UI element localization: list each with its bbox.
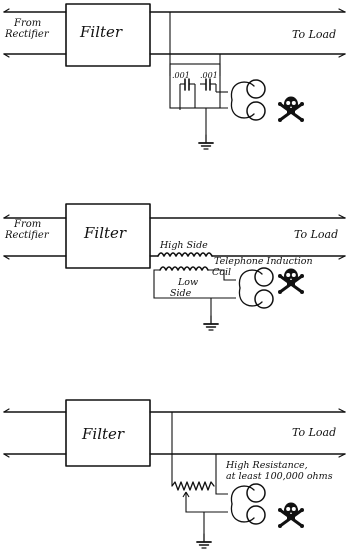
capacitor-icon: [180, 78, 195, 91]
coil-label-line2: Coil: [212, 267, 231, 278]
resistor-label-line1: High Resistance,: [225, 460, 308, 471]
capacitor-value-2: .001: [200, 71, 218, 80]
capacitor-value-1: .001: [172, 71, 190, 80]
source-label-line1: From: [13, 219, 41, 230]
load-label: To Load: [292, 28, 336, 41]
load-label: To Load: [292, 426, 336, 439]
headphones-icon: [238, 267, 274, 309]
filter-label: Filter: [83, 224, 127, 242]
low-side-label-line1: Low: [177, 277, 198, 288]
headphones-icon: [230, 483, 266, 525]
skull-crossbones-icon: [276, 501, 306, 530]
skull-crossbones-icon: [276, 95, 306, 124]
low-side-label-line2: Side: [170, 288, 192, 299]
diagram-1-capacitor-method: From Rectifier Filter To Load .001 .001: [3, 3, 346, 150]
filter-box: [65, 3, 151, 67]
load-label: To Load: [294, 228, 338, 241]
coil-label-line1: Telephone Induction: [214, 256, 313, 267]
resistor-icon: [171, 481, 215, 491]
headphones-icon: [230, 79, 266, 121]
ground-icon: [203, 315, 219, 331]
source-label-line1: From: [13, 18, 41, 29]
capacitor-icon: [200, 78, 216, 91]
filter-label: Filter: [79, 23, 123, 41]
diagram-3-high-resistance-method: Filter To Load High Resistance, at least…: [3, 399, 346, 549]
source-label-line2: Rectifier: [4, 230, 50, 241]
filter-label: Filter: [81, 425, 125, 443]
high-side-label: High Side: [159, 240, 208, 251]
diagram-2-induction-coil-method: From Rectifier Filter To Load High Side …: [3, 203, 346, 331]
ground-icon: [198, 134, 214, 150]
source-label-line2: Rectifier: [4, 29, 50, 40]
filter-box: [65, 399, 151, 467]
filter-box: [65, 203, 151, 269]
skull-crossbones-icon: [276, 267, 306, 296]
ground-icon: [196, 533, 212, 549]
inductor-coil-icon: [157, 252, 213, 257]
inductor-coil-icon: [159, 266, 209, 271]
resistor-label-line2: at least 100,000 ohms: [226, 471, 333, 482]
